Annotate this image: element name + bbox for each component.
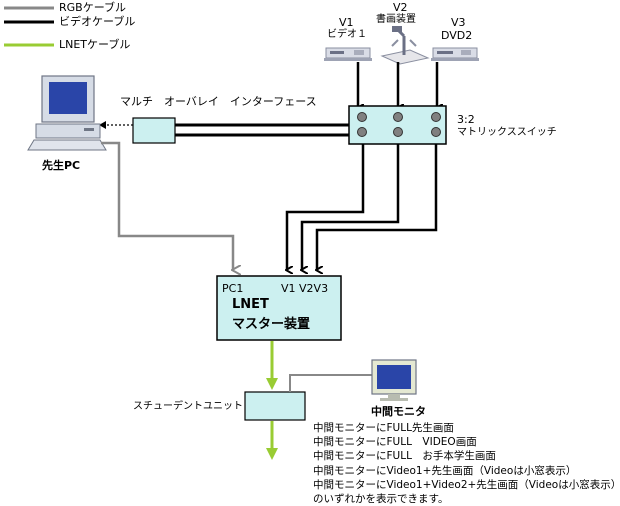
dvd-deck-icon — [431, 47, 479, 61]
matrix-switch-ratio: 3:2 — [457, 113, 475, 126]
master-subtitle: マスター装置 — [232, 317, 311, 332]
device-v3-id: V3 — [451, 16, 466, 29]
monitor-label: 中間モニタ — [371, 405, 426, 418]
student-unit-label: スチューデントユニット — [133, 401, 243, 412]
monitor-icon — [371, 359, 417, 401]
student-unit-box — [244, 391, 306, 421]
device-v3-name: DVD2 — [441, 29, 473, 42]
description-text: 中間モニターにFULL先生画面 中間モニターにFULL VIDEO画面 中間モニ… — [313, 421, 620, 506]
document-camera-icon — [380, 26, 430, 65]
arrow-lnet-down-1 — [266, 378, 278, 390]
legend-label-lnet: LNETケーブル — [59, 38, 131, 51]
device-v1-id: V1 — [339, 16, 354, 29]
cable-switch-to-master-2 — [302, 144, 400, 270]
master-title: LNET — [232, 297, 269, 312]
overlay-interface-label: マルチ オーバレイ インターフェース — [120, 95, 317, 108]
teacher-pc-icon — [27, 75, 107, 151]
master-pc-port-label: PC1 — [222, 282, 244, 295]
description-line: 中間モニターにVideo1+先生画面（Videoは小窓表示） — [313, 464, 577, 477]
device-v2-name: 書画装置 — [376, 14, 416, 25]
master-video-ports-label: V1 V2V3 — [281, 282, 329, 295]
overlay-interface-box — [132, 117, 176, 144]
cable-rgb-pc-to-master — [101, 141, 233, 270]
lnet-master-box — [216, 275, 342, 341]
arrow-lnet-down-2 — [266, 448, 278, 460]
description-line: 中間モニターにVideo1+Video2+先生画面（Videoは小窓表示） — [313, 478, 620, 491]
cable-switch-to-master-3 — [317, 144, 438, 270]
device-v2-id: V2 — [393, 1, 408, 14]
description-line: 中間モニターにFULL お手本学生画面 — [313, 450, 496, 463]
description-line: 中間モニターにFULL先生画面 — [313, 422, 454, 434]
matrix-switch-label: マトリックススイッチ — [457, 127, 557, 138]
cable-rgb-unit-to-monitor — [289, 374, 378, 392]
description-line: のいずれかを表示できます。 — [313, 493, 449, 506]
device-v1-name: ビデオ１ — [327, 29, 367, 40]
cable-switch-to-master-1 — [287, 144, 365, 270]
teacher-pc-label: 先生PC — [42, 159, 81, 172]
legend-label-rgb: RGBケーブル — [59, 1, 127, 14]
video-deck-icon — [324, 47, 372, 61]
legend-label-video: ビデオケーブル — [59, 15, 136, 28]
matrix-switch-box — [348, 105, 447, 145]
description-line: 中間モニターにFULL VIDEO画面 — [313, 436, 477, 449]
